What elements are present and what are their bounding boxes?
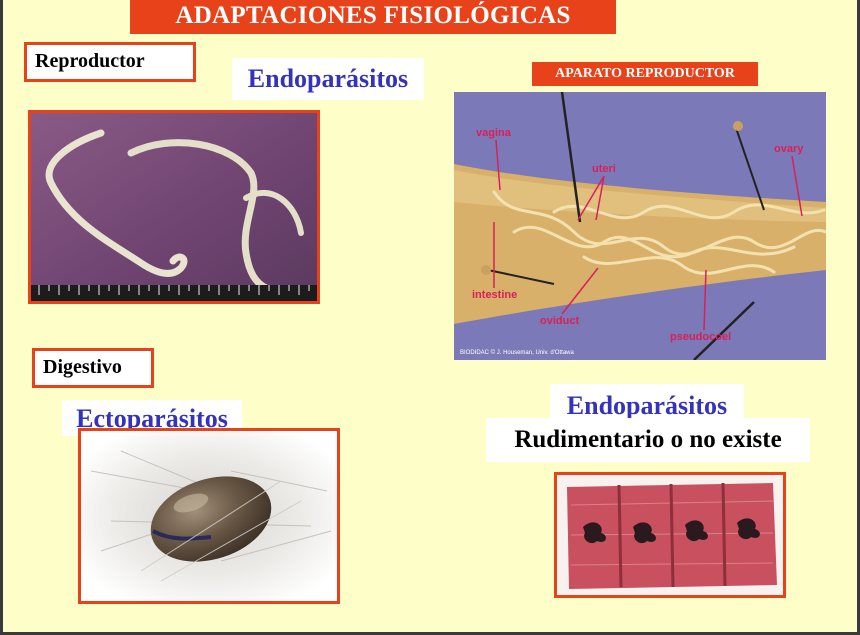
roundworms-photo — [28, 110, 320, 304]
diagram-label-ovary: ovary — [774, 143, 804, 155]
endoparasitos-top-label: Endoparásitos — [232, 58, 424, 100]
tapeworm-segments-photo — [554, 472, 786, 598]
diagram-label-intestine: intestine — [472, 289, 517, 301]
tick-photo — [78, 428, 340, 604]
diagram-label-uteri: uteri — [592, 163, 616, 175]
slide-title: ADAPTACIONES FISIOLÓGICAS — [130, 0, 616, 34]
reproductor-label: Reproductor — [24, 42, 196, 82]
reproductive-system-diagram: vagina uteri ovary intestine oviduct pse… — [454, 92, 826, 360]
endoparasitos-bottom-label: Endoparásitos — [550, 384, 744, 422]
diagram-credit: BIODIDAC © J. Houseman, Univ. d'Ottawa — [460, 349, 574, 356]
diagram-label-pseudocoel: pseudocoel — [670, 331, 731, 343]
diagram-label-oviduct: oviduct — [540, 315, 579, 327]
diagram-label-vagina: vagina — [476, 127, 512, 139]
digestivo-label: Digestivo — [32, 348, 154, 388]
rudimentario-label: Rudimentario o no existe — [486, 418, 810, 462]
aparato-reproductor-label: APARATO REPRODUCTOR — [532, 62, 758, 86]
